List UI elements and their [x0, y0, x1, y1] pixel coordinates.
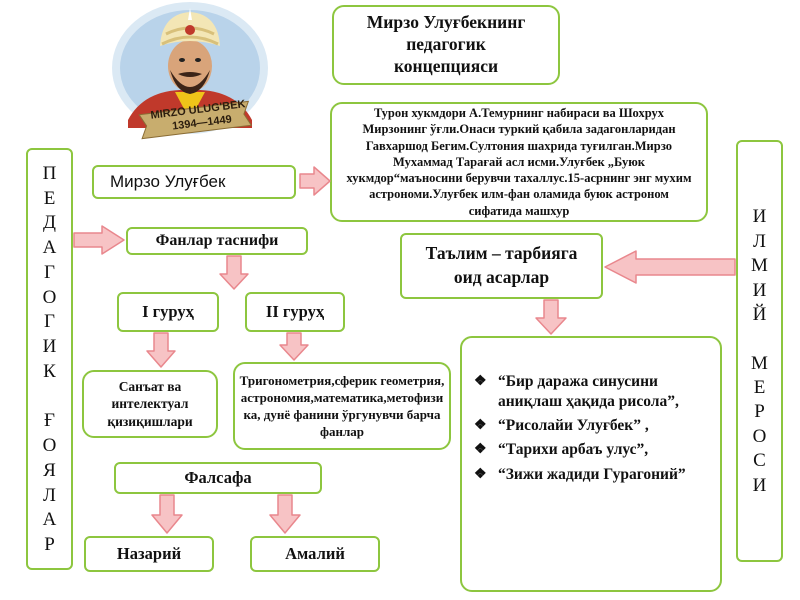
pedagogical-views-letter: Е [43, 187, 56, 209]
arrow-down-to-works-list [535, 299, 567, 335]
classification-box: Фанлар таснифи [126, 227, 308, 255]
pedagogical-views-letter: Ғ [44, 410, 55, 432]
work-item-text: “Бир даража синусини аниқлаш ҳақида рисо… [498, 373, 679, 411]
arrow-down-to-group-2-description [279, 332, 309, 361]
pedagogical-views-letter: П [42, 162, 57, 184]
scientific-heritage-letter: М [751, 352, 768, 374]
arrow-down-to-groups [219, 255, 249, 290]
pedagogical-views-letter: А [42, 509, 57, 531]
work-item: ❖ “Тарихи арбаъ улус”, [472, 440, 712, 460]
name-text: Мирзо Улуғбек [110, 172, 226, 191]
group-2-box: II гуруҳ [245, 292, 345, 332]
group-1-text: I гуруҳ [142, 302, 194, 321]
pedagogical-views-letter: Д [43, 212, 56, 234]
pedagogical-views-letter: О [42, 286, 57, 308]
work-item: ❖ “Рисолайи Улуғбек” , [472, 416, 712, 436]
group-1-description-box: Санъат ва интелектуал қизиқишлари [82, 370, 218, 438]
works-title-text: Таълим – тарбияга оид асарлар [425, 243, 578, 287]
title-line-1: Мирзо Улуғбекнинг [366, 12, 526, 33]
title-box: Мирзо Улуғбекнинг педагогик концепцияси [332, 5, 560, 85]
group-2-description-text: Тригонометрия,сферик геометрия,астрономи… [239, 372, 445, 440]
group-2-text: II гуруҳ [265, 302, 325, 321]
pedagogical-views-letter: А [42, 237, 57, 258]
work-item-text: “Тарихи арбаъ улус”, [498, 441, 649, 459]
diamond-bullet-icon: ❖ [474, 442, 487, 458]
practical-box: Амалий [250, 536, 380, 572]
scientific-heritage-letter: Й [752, 303, 767, 325]
philosophy-box: Фалсафа [114, 462, 322, 494]
ulugbek-portrait-icon [112, 2, 268, 140]
work-item-text: “Зижи жадиди Гурагоний” [498, 465, 686, 483]
works-list: ❖ “Бир даража синусини аниқлаш ҳақида рис… [472, 372, 712, 489]
scientific-heritage-letter: И [752, 206, 767, 228]
scientific-heritage-letter: Е [753, 377, 766, 398]
pedagogical-views-letter: Я [43, 459, 56, 481]
work-item-text: “Рисолайи Улуғбек” , [498, 417, 649, 435]
biography-text: Турон хукмдори А.Темурнинг набираси ва Ш… [346, 106, 692, 218]
group-1-description-text: Санъат ва интелектуал қизиқишлари [107, 378, 193, 429]
group-2-description-box: Тригонометрия,сферик геометрия,астрономи… [233, 362, 451, 450]
diamond-bullet-icon: ❖ [474, 374, 487, 389]
arrow-right-to-classification [73, 225, 125, 255]
work-item: ❖ “Бир даража синусини аниқлаш ҳақида рис… [472, 372, 712, 412]
pedagogical-views-letter: Л [43, 484, 56, 506]
works-title-box: Таълим – тарбияга оид асарлар [400, 233, 603, 299]
scientific-heritage-letter: С [753, 450, 766, 472]
biography-box: Турон хукмдори А.Темурнинг набираси ва Ш… [330, 102, 708, 222]
pedagogical-views-letter: О [42, 435, 57, 456]
pedagogical-views-letter: Г [44, 261, 55, 283]
scientific-heritage-letter: Л [753, 230, 766, 252]
works-list-box: ❖ “Бир даража синусини аниқлаш ҳақида рис… [460, 336, 722, 592]
scientific-heritage-letter: Р [754, 401, 765, 423]
scientific-heritage-letter: О [752, 425, 767, 447]
scientific-heritage-letter: И [752, 474, 767, 496]
pedagogical-views-letter [47, 387, 52, 406]
pedagogical-views-letter: К [43, 360, 56, 382]
philosophy-text: Фалсафа [184, 468, 252, 487]
title-line-2: педагогик [406, 34, 486, 55]
scientific-heritage-letter: М [751, 255, 768, 277]
pedagogical-views-letter: Р [44, 534, 55, 555]
work-item: ❖ “Зижи жадиди Гурагоний” [472, 465, 712, 485]
pedagogical-views-letter: И [42, 336, 57, 357]
arrow-right-to-biography [299, 166, 331, 196]
arrow-down-to-practical [269, 494, 301, 534]
diamond-bullet-icon: ❖ [474, 466, 487, 482]
arrow-down-to-group-1-description [146, 332, 176, 368]
arrow-left-to-works-title [604, 250, 736, 284]
portrait-area: MIRZO ULUG'BEK 1394—1449 [100, 0, 280, 145]
group-1-box: I гуруҳ [117, 292, 219, 332]
classification-text: Фанлар таснифи [155, 232, 279, 249]
theoretical-box: Назарий [84, 536, 214, 572]
title-line-3: концепцияси [393, 55, 499, 76]
theoretical-text: Назарий [116, 544, 182, 563]
practical-text: Амалий [285, 544, 345, 563]
pedagogical-views-letter: Г [44, 311, 55, 333]
scientific-heritage-letter: И [752, 279, 767, 301]
diamond-bullet-icon: ❖ [474, 418, 487, 434]
arrow-down-to-theoretical [151, 494, 183, 534]
scientific-heritage-letter [757, 329, 762, 348]
name-box: Мирзо Улуғбек [92, 165, 296, 199]
